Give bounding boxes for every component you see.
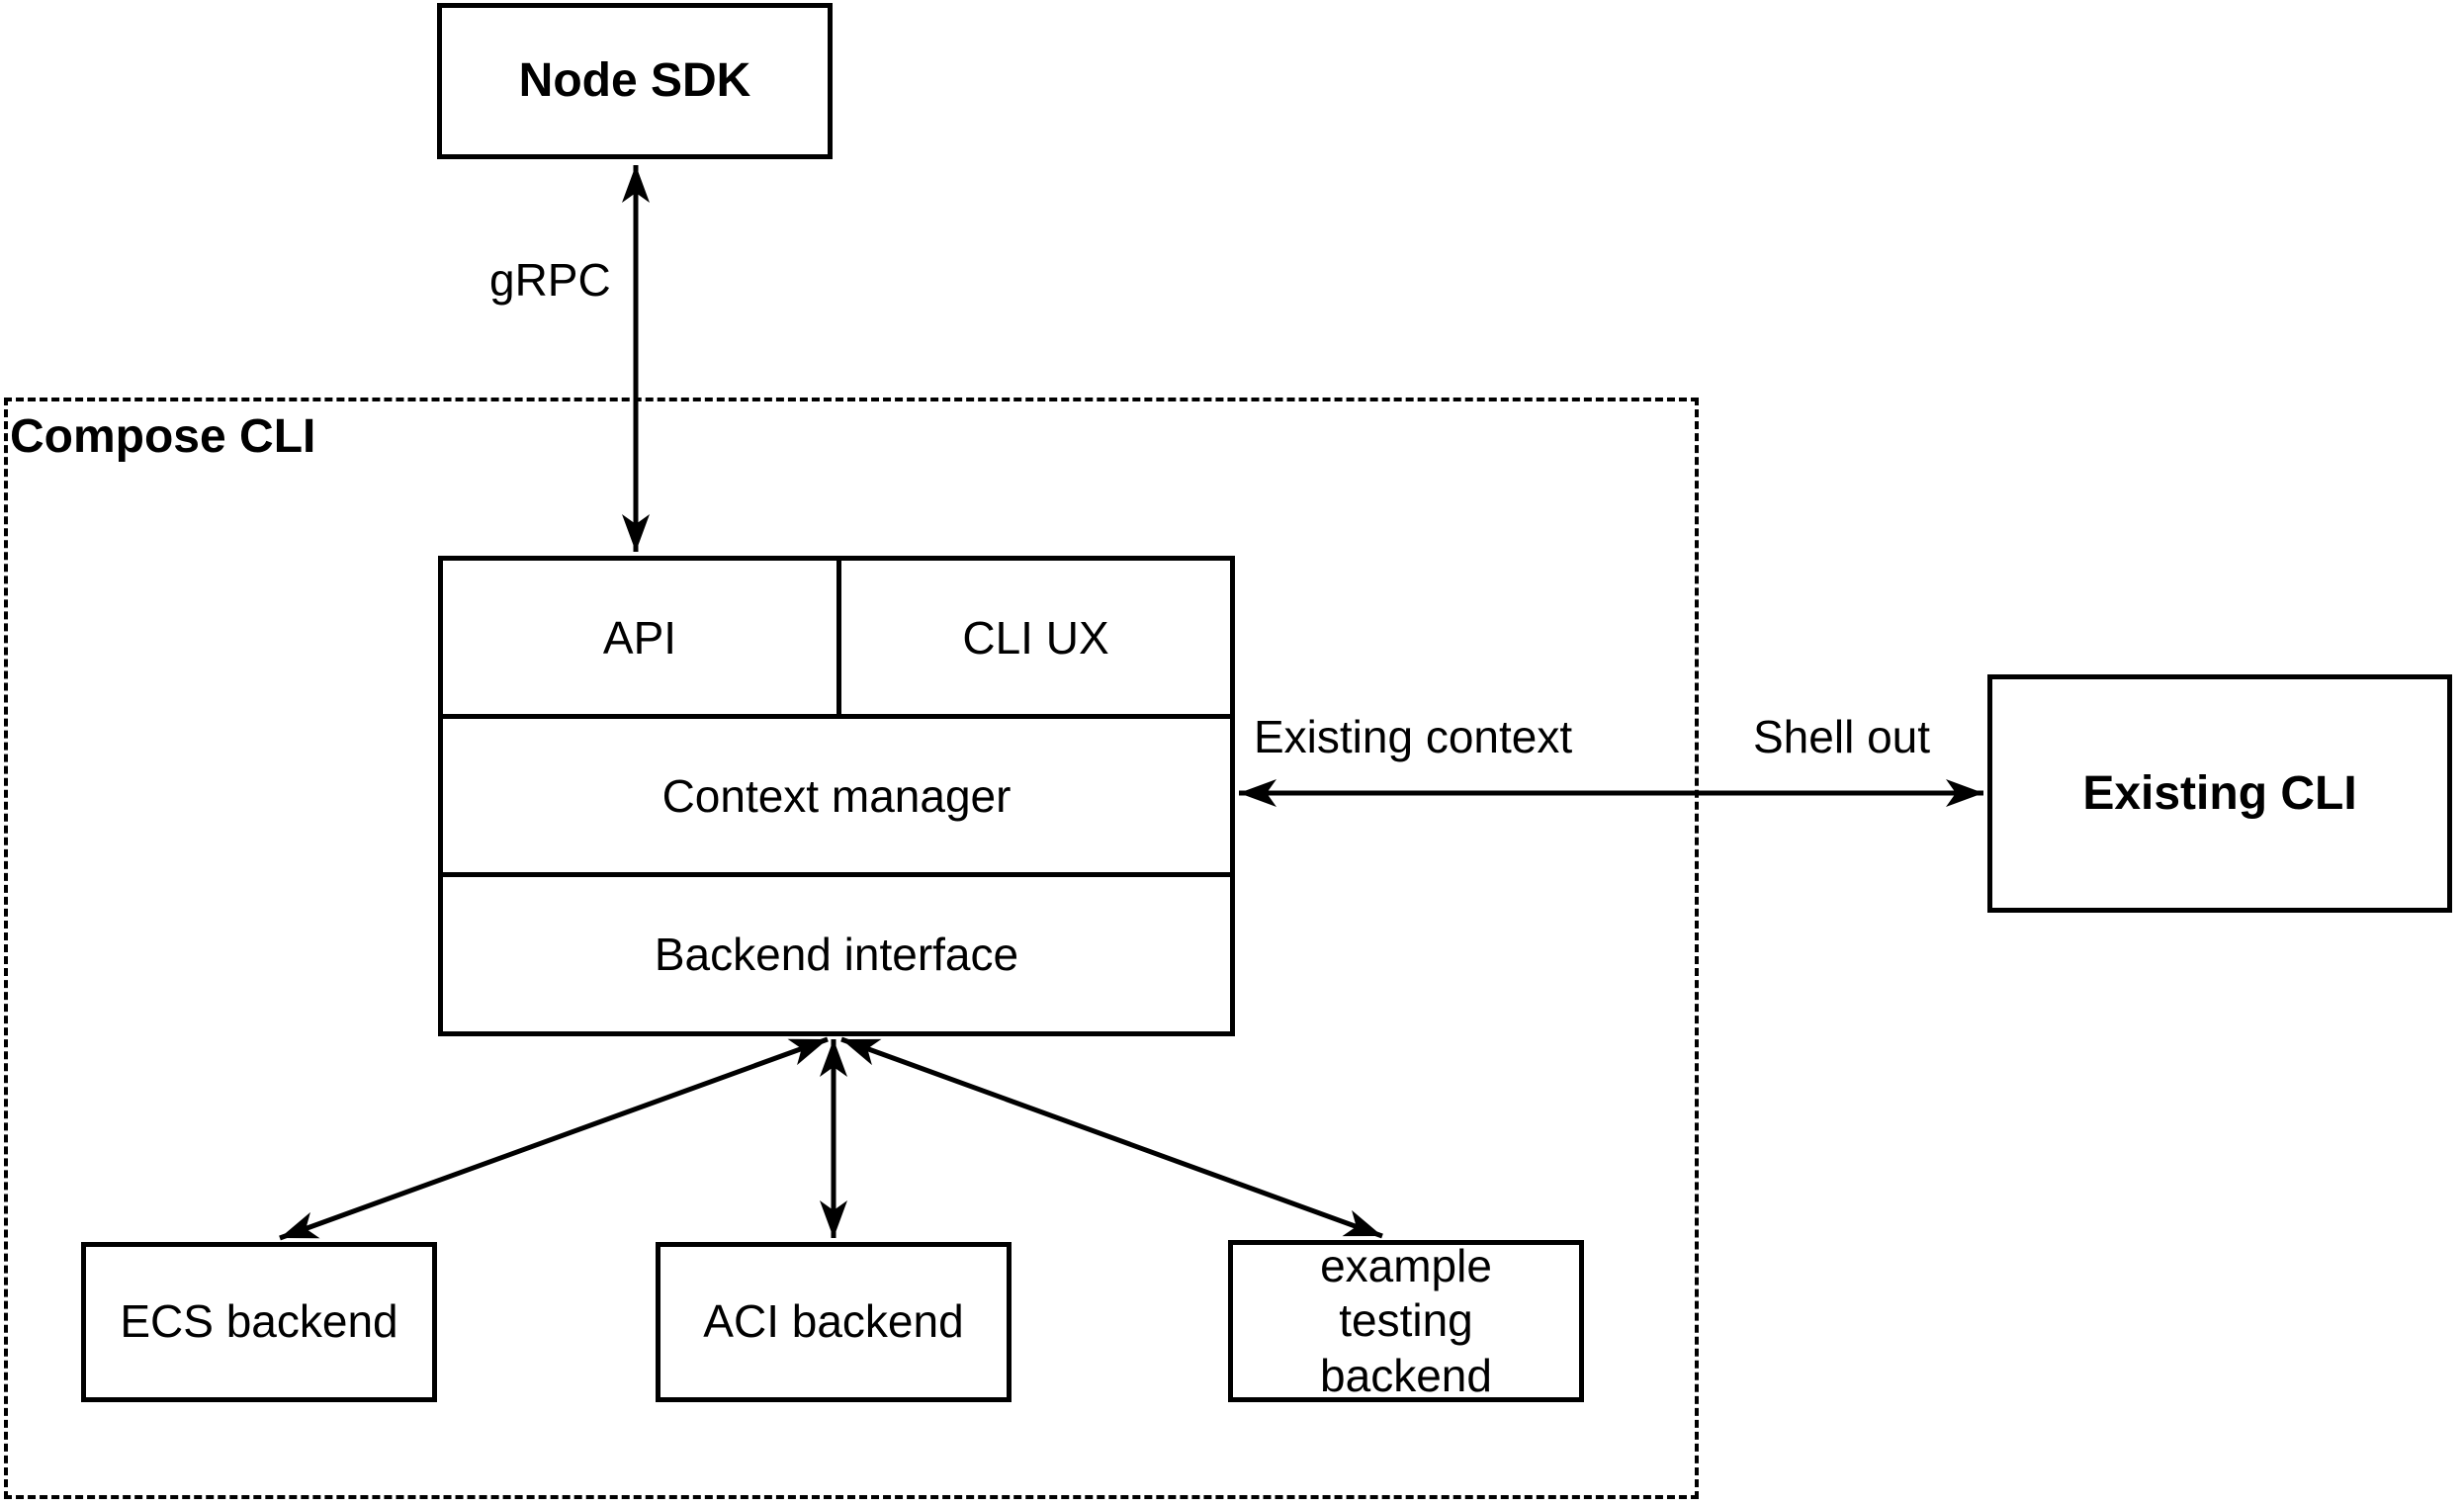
- cli-ux-cell: CLI UX: [841, 561, 1230, 714]
- aci-backend-box: ACI backend: [656, 1242, 1012, 1402]
- compose-stack-box: API CLI UX Context manager Backend inter…: [438, 556, 1235, 1036]
- grpc-edge-label: gRPC: [489, 254, 611, 306]
- context-manager-cell: Context manager: [443, 719, 1230, 877]
- backend-interface-cell: Backend interface: [443, 877, 1230, 1031]
- api-label: API: [602, 611, 677, 664]
- ecs-backend-box: ECS backend: [81, 1242, 437, 1402]
- compose-cli-group-box: [4, 398, 1699, 1499]
- example-backend-arrow: [840, 1036, 1383, 1239]
- node-sdk-box: Node SDK: [437, 3, 833, 159]
- cli-ux-label: CLI UX: [962, 611, 1109, 664]
- aci-backend-label: ACI backend: [703, 1295, 964, 1348]
- ecs-backend-arrow: [279, 1036, 829, 1241]
- existing-context-edge-label: Existing context: [1254, 711, 1573, 762]
- node-sdk-label: Node SDK: [518, 54, 751, 108]
- context-manager-label: Context manager: [661, 769, 1012, 822]
- example-testing-backend-box: example testing backend: [1228, 1240, 1584, 1402]
- example-testing-backend-label: example testing backend: [1320, 1240, 1492, 1401]
- ecs-backend-label: ECS backend: [120, 1295, 398, 1348]
- shell-out-edge-label: Shell out: [1753, 711, 1931, 762]
- existing-cli-label: Existing CLI: [2082, 766, 2357, 820]
- compose-cli-group-label: Compose CLI: [10, 410, 316, 463]
- existing-cli-box: Existing CLI: [1987, 674, 2452, 913]
- api-cell: API: [443, 561, 841, 714]
- backend-interface-label: Backend interface: [654, 929, 1019, 980]
- stack-top-row: API CLI UX: [443, 561, 1230, 719]
